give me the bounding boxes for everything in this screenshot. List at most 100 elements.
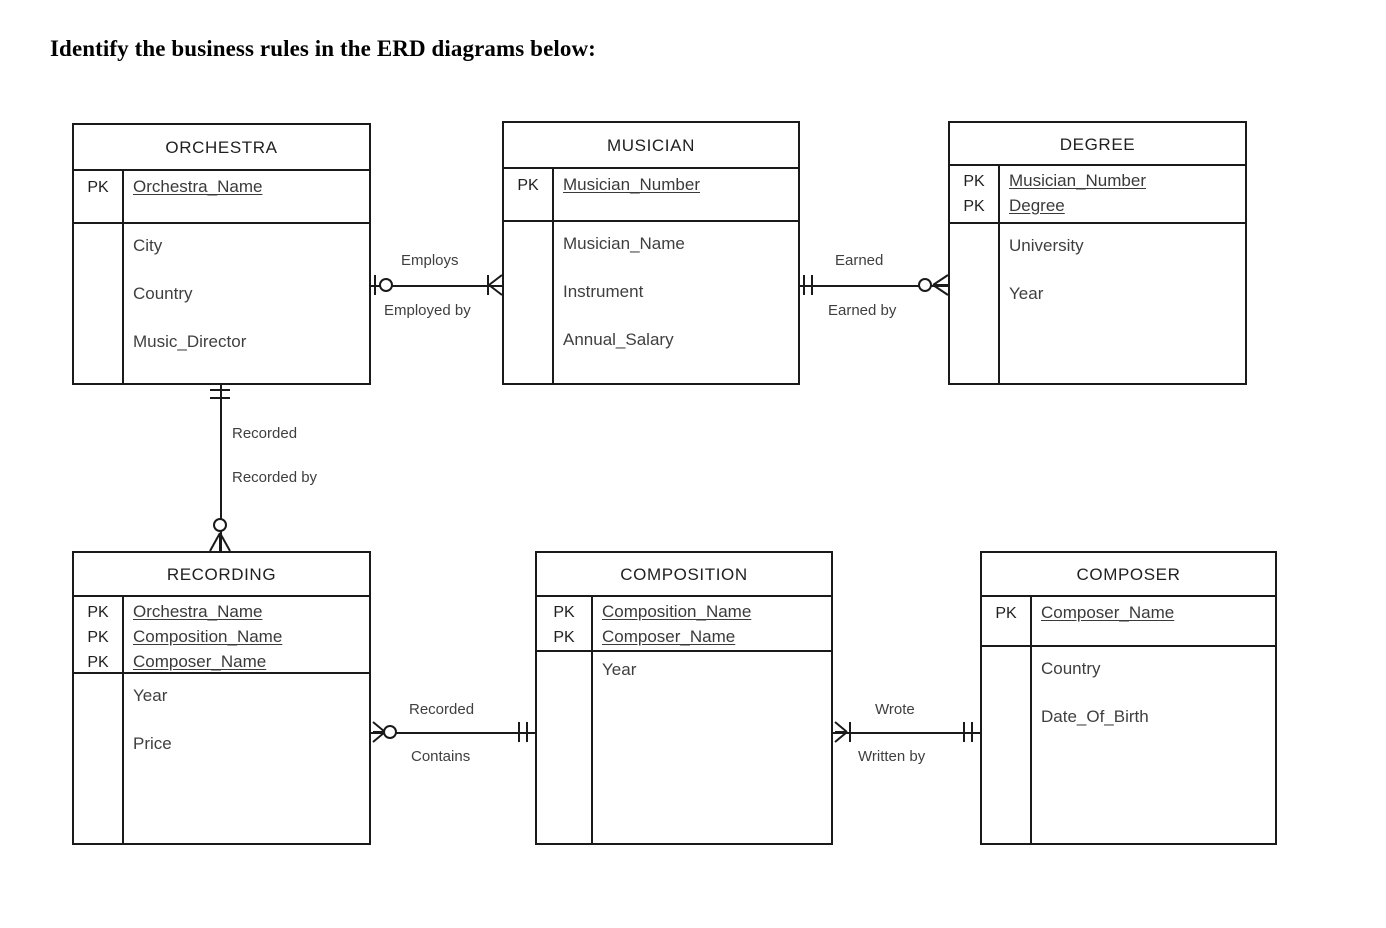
relationship-label-forward: Wrote	[875, 701, 915, 718]
attribute-name: Country	[133, 284, 193, 303]
relationship-line	[800, 285, 948, 287]
attribute-name: Date_Of_Birth	[1041, 707, 1149, 726]
attribute-section-composition: Year	[537, 652, 831, 843]
entity-musician[interactable]: MUSICIAN PK Musician_Number Musician_Nam…	[502, 121, 800, 385]
pk-tag: PK	[87, 629, 109, 646]
pk-row: PK Musician_Number	[950, 171, 1245, 196]
pk-row: PK Degree	[950, 196, 1245, 221]
attribute-row: Country	[982, 659, 1275, 707]
entity-title-musician: MUSICIAN	[504, 123, 798, 169]
entity-body-degree: PK Musician_Number PK Degree University …	[950, 166, 1245, 383]
entity-orchestra[interactable]: ORCHESTRA PK Orchestra_Name City Country…	[72, 123, 371, 385]
relationship-line	[833, 732, 980, 734]
cardinality-one-or-many-icon	[487, 274, 503, 296]
cardinality-zero-or-one-icon	[374, 275, 393, 295]
pk-attribute: Musician_Number	[1009, 171, 1146, 190]
entity-body-composition: PK Composition_Name PK Composer_Name Yea…	[537, 597, 831, 843]
pk-section-recording: PK Orchestra_Name PK Composition_Name PK…	[74, 597, 369, 674]
cardinality-one-and-only-one-icon	[210, 389, 230, 399]
attribute-section-orchestra: City Country Music_Director	[74, 224, 369, 383]
attribute-row: Year	[537, 660, 831, 708]
pk-row: PK Musician_Number	[504, 175, 798, 200]
cardinality-one-and-only-one-icon	[803, 275, 813, 295]
attribute-name: Country	[1041, 659, 1101, 678]
relationship-label-forward: Recorded	[232, 425, 298, 442]
attribute-section-recording: Year Price	[74, 674, 369, 843]
pk-tag: PK	[995, 605, 1017, 622]
pk-attribute: Composer_Name	[133, 652, 267, 671]
pk-attribute: Orchestra_Name	[133, 602, 263, 621]
pk-attribute: Composition_Name	[133, 627, 283, 646]
key-column-divider	[998, 166, 1000, 383]
relationship-label-reverse: Written by	[858, 748, 926, 765]
attribute-section-composer: Country Date_Of_Birth	[982, 647, 1275, 843]
entity-title-orchestra: ORCHESTRA	[74, 125, 369, 171]
relationship-recording-composition[interactable]: Recorded Contains	[371, 701, 535, 782]
pk-tag: PK	[553, 604, 575, 621]
entity-degree[interactable]: DEGREE PK Musician_Number PK Degree Univ…	[948, 121, 1247, 385]
pk-row: PK Orchestra_Name	[74, 602, 369, 627]
relationship-musician-degree[interactable]: Earned Earned by	[800, 252, 949, 335]
attribute-row: Music_Director	[74, 332, 369, 380]
entity-title-degree: DEGREE	[950, 123, 1245, 166]
key-column-divider	[122, 597, 124, 843]
page-title: Identify the business rules in the ERD d…	[50, 36, 596, 61]
attribute-row: Year	[74, 686, 369, 734]
attribute-name: Music_Director	[133, 332, 247, 351]
relationship-label-forward: Employs	[401, 252, 459, 269]
attribute-row: Year	[950, 284, 1245, 332]
pk-tag: PK	[87, 654, 109, 671]
entity-composition[interactable]: COMPOSITION PK Composition_Name PK Compo…	[535, 551, 833, 845]
pk-row: PK Composer_Name	[537, 627, 831, 652]
pk-section-composition: PK Composition_Name PK Composer_Name	[537, 597, 831, 652]
entity-recording[interactable]: RECORDING PK Orchestra_Name PK Compositi…	[72, 551, 371, 845]
relationship-label-reverse: Recorded by	[232, 469, 318, 486]
pk-section-composer: PK Composer_Name	[982, 597, 1275, 647]
entity-composer[interactable]: COMPOSER PK Composer_Name Country Date_O…	[980, 551, 1277, 845]
pk-section-musician: PK Musician_Number	[504, 169, 798, 222]
attribute-row: Instrument	[504, 282, 798, 330]
attribute-section-musician: Musician_Name Instrument Annual_Salary	[504, 222, 798, 383]
attribute-row: Country	[74, 284, 369, 332]
pk-row: PK Orchestra_Name	[74, 177, 369, 202]
attribute-name: University	[1009, 236, 1084, 255]
relationship-orchestra-recording[interactable]: Recorded Recorded by	[190, 385, 430, 552]
pk-row: PK Composition_Name	[537, 602, 831, 627]
attribute-row: Date_Of_Birth	[982, 707, 1275, 755]
pk-tag: PK	[963, 198, 985, 215]
relationship-orchestra-musician[interactable]: Employs Employed by	[371, 252, 503, 335]
entity-body-musician: PK Musician_Number Musician_Name Instrum…	[504, 169, 798, 383]
attribute-name: Instrument	[563, 282, 644, 301]
pk-attribute: Degree	[1009, 196, 1065, 215]
attribute-section-degree: University Year	[950, 224, 1245, 383]
attribute-name: Price	[133, 734, 172, 753]
pk-attribute: Orchestra_Name	[133, 177, 263, 196]
cardinality-one-and-only-one-icon	[518, 722, 528, 742]
relationship-line	[371, 285, 502, 287]
pk-tag: PK	[963, 173, 985, 190]
cardinality-one-and-only-one-icon	[963, 722, 973, 742]
relationship-label-reverse: Earned by	[828, 302, 897, 319]
entity-body-composer: PK Composer_Name Country Date_Of_Birth	[982, 597, 1275, 843]
attribute-row: Price	[74, 734, 369, 782]
pk-attribute: Composer_Name	[602, 627, 736, 646]
cardinality-one-or-many-icon	[834, 721, 851, 743]
relationship-label-reverse: Contains	[411, 748, 471, 765]
entity-title-composer: COMPOSER	[982, 553, 1275, 597]
attribute-row: City	[74, 236, 369, 284]
relationship-line	[220, 385, 222, 551]
entity-title-recording: RECORDING	[74, 553, 369, 597]
pk-section-orchestra: PK Orchestra_Name	[74, 171, 369, 224]
key-column-divider	[1030, 597, 1032, 843]
relationship-label-forward: Recorded	[409, 701, 475, 718]
pk-row: PK Composition_Name	[74, 627, 369, 652]
attribute-row: Musician_Name	[504, 234, 798, 282]
pk-attribute: Musician_Number	[563, 175, 700, 194]
attribute-row: Annual_Salary	[504, 330, 798, 378]
cardinality-zero-or-many-icon	[372, 721, 397, 743]
pk-attribute: Composition_Name	[602, 602, 752, 621]
attribute-row: University	[950, 236, 1245, 284]
relationship-composition-composer[interactable]: Wrote Written by	[833, 701, 980, 782]
pk-tag: PK	[87, 604, 109, 621]
pk-tag: PK	[517, 177, 539, 194]
